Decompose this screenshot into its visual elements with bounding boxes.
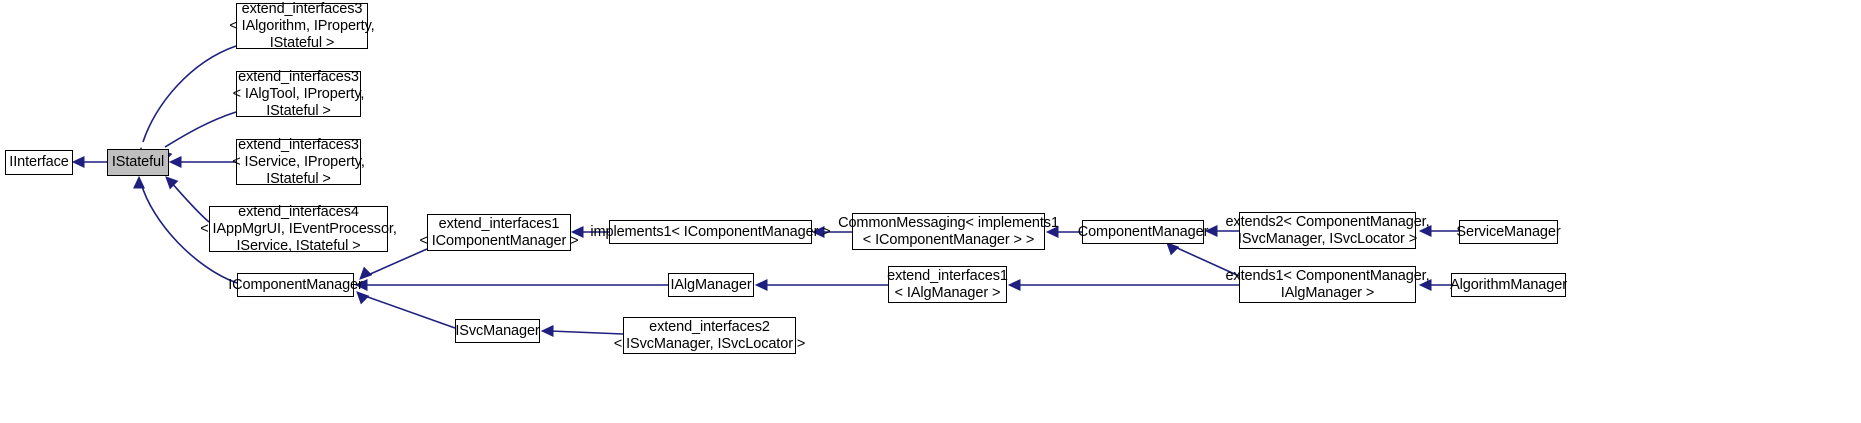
node-iinterface[interactable]: IInterface [5,150,73,175]
node-label-line: IStateful > [266,170,331,187]
node-ei1-ialgmanager[interactable]: extend_interfaces1< IAlgManager > [887,266,1008,303]
node-ei3-iservice[interactable]: extend_interfaces3< IService, IProperty,… [232,136,365,187]
node-implements1-icomponentmanager[interactable]: implements1< IComponentManager > [590,220,831,244]
edge-ei4-iappmgrui-to-istateful [165,176,210,223]
node-istateful[interactable]: IStateful [107,149,169,176]
node-label-line: extends2< ComponentManager, [1225,213,1430,230]
arrowhead-icon [133,175,145,189]
node-label-line: CommonMessaging< implements1 [838,214,1059,231]
edge-ei1-icomponentmanager-to-icomponentmanager [359,248,428,280]
node-isvcmanager[interactable]: ISvcManager [455,319,540,343]
arrowhead-icon [540,325,554,337]
node-label-line: ISvcManager [455,322,540,339]
edge-ei3-ialgtool-to-istateful [159,111,237,163]
node-label-line: extends1< ComponentManager, [1225,267,1430,284]
node-label-line: IStateful [111,154,165,170]
node-label-line: < IComponentManager > [419,232,579,249]
node-label-line: < IService, IProperty, [232,153,365,170]
node-ei4-iappmgrui[interactable]: extend_interfaces4< IAppMgrUI, IEventPro… [200,203,397,254]
node-label-line: < IAlgManager > [894,284,1001,301]
node-label-line: < IAlgTool, IProperty, [232,85,365,102]
node-ei2-isvcmanager[interactable]: extend_interfaces2< ISvcManager, ISvcLoc… [614,317,805,354]
edge-ialgmanager-to-icomponentmanager [354,279,668,291]
arrowhead-icon [754,279,768,291]
node-extends1-componentmanager[interactable]: extends1< ComponentManager,IAlgManager > [1225,266,1430,303]
node-componentmanager[interactable]: ComponentManager [1078,220,1208,244]
node-algorithmmanager[interactable]: AlgorithmManager [1450,273,1567,297]
arrowhead-icon [1166,242,1180,256]
node-servicemanager[interactable]: ServiceManager [1456,220,1561,244]
node-label-line: < IComponentManager > > [862,231,1035,248]
arrowhead-icon [356,291,370,305]
edge-istateful-to-iinterface [71,156,107,168]
arrowhead-icon [168,156,182,168]
edge-isvcmanager-to-icomponentmanager [356,291,456,329]
arrowhead-icon [71,156,85,168]
edge-ei3-ialgorithm-to-istateful [135,45,237,160]
node-ialgmanager[interactable]: IAlgManager [668,273,754,297]
node-label-line: ISvcManager, ISvcLocator > [1237,230,1418,247]
edge-extends1-componentmanager-to-ei1-ialgmanager [1007,279,1239,291]
node-label-line: extend_interfaces2 [649,318,770,335]
node-label-line: IStateful > [266,102,331,119]
node-label-line: extend_interfaces3 [241,0,363,17]
node-label-line: ComponentManager [1077,223,1209,240]
node-label-line: < IAppMgrUI, IEventProcessor, [200,220,397,237]
node-label-line: extend_interfaces4 [238,203,359,220]
node-label-line: extend_interfaces1 [438,215,560,232]
edge-ei3-iservice-to-istateful [168,156,236,168]
node-extends2-componentmanager[interactable]: extends2< ComponentManager,ISvcManager, … [1225,212,1430,249]
arrowhead-icon [165,176,179,190]
edge-ei2-isvcmanager-to-isvcmanager [540,325,624,337]
node-label-line: extend_interfaces1 [887,267,1008,284]
node-icomponentmanager[interactable]: IComponentManager [228,273,363,297]
arrowhead-icon [1007,279,1021,291]
node-label-line: < ISvcManager, ISvcLocator > [613,335,806,352]
node-label-line: extend_interfaces3 [238,68,359,85]
node-label-line: IStateful > [269,34,335,51]
node-label-line: implements1< IComponentManager > [590,223,831,240]
node-label-line: < IAlgorithm, IProperty, [229,17,375,34]
node-label-line: AlgorithmManager [1450,276,1567,293]
node-ei1-icomponentmanager[interactable]: extend_interfaces1< IComponentManager > [419,214,579,251]
node-label-line: IService, IStateful > [236,237,361,254]
node-label-line: extend_interfaces3 [238,136,359,153]
node-label-line: IInterface [9,154,69,170]
edge-ei1-ialgmanager-to-ialgmanager [754,279,888,291]
node-label-line: IComponentManager [228,276,363,293]
node-commonmessaging[interactable]: CommonMessaging< implements1< IComponent… [838,213,1059,250]
node-ei3-ialgorithm[interactable]: extend_interfaces3< IAlgorithm, IPropert… [229,0,374,51]
node-label-line: IAlgManager > [1280,284,1375,301]
node-label-line: ServiceManager [1456,223,1561,240]
node-ei3-ialgtool[interactable]: extend_interfaces3< IAlgTool, IProperty,… [233,68,365,119]
node-label-line: IAlgManager [670,276,752,293]
